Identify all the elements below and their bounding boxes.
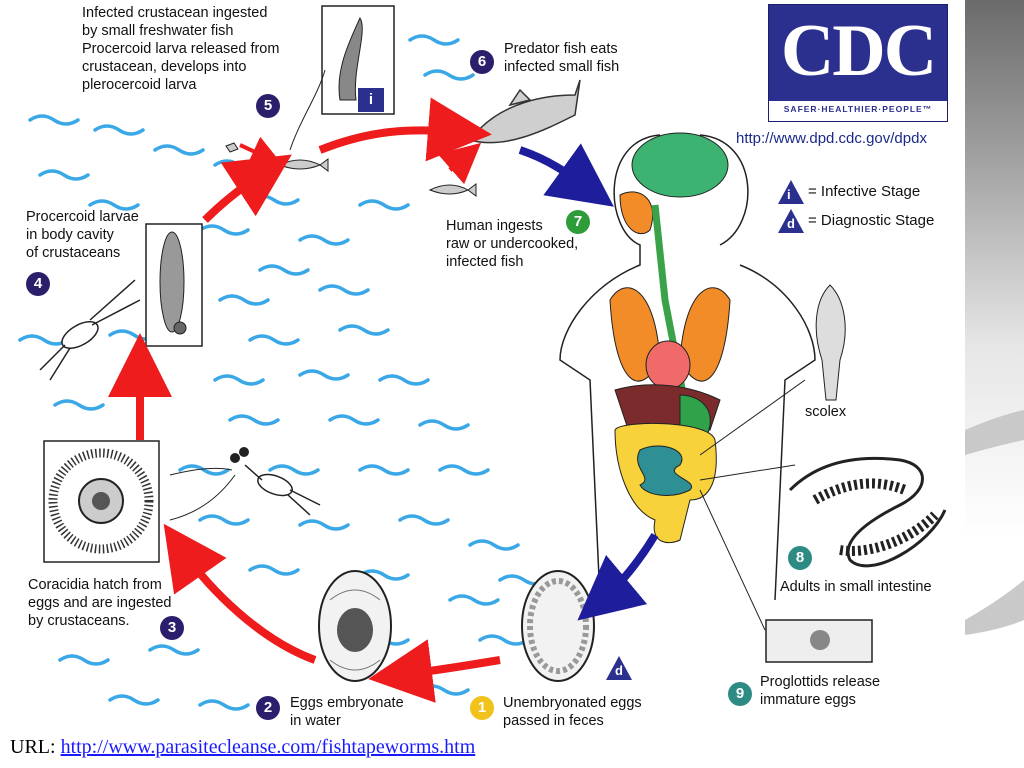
stage-7-label: Human ingests raw or undercooked, infect… — [446, 218, 579, 270]
source-url-line: URL: http://www.parasitecleanse.com/fish… — [10, 736, 475, 759]
stage-5-label: Infected crustacean ingested by small fr… — [82, 5, 280, 93]
stage-2-label: Eggs embryonate in water — [290, 695, 404, 729]
procercoid-larvae-image — [145, 223, 203, 347]
copepod-crustacean — [39, 279, 321, 516]
unembryonated-egg-image — [521, 570, 595, 682]
stage-4-label: Procercoid larvae in body cavity of crus… — [26, 209, 139, 261]
stage-2-badge: 2 — [256, 696, 280, 720]
legend-infective-text: = Infective Stage — [808, 183, 921, 200]
stage-9-badge: 9 — [728, 682, 752, 706]
legend-diagnostic-mark: d — [787, 216, 795, 231]
url-prefix: URL: — [10, 736, 61, 758]
small-fish — [225, 142, 477, 197]
source-url-link[interactable]: http://www.parasitecleanse.com/fishtapew… — [60, 736, 476, 758]
stage-8-label: Adults in small intestine — [780, 579, 932, 595]
stage-5-badge: 5 — [256, 94, 280, 118]
brain — [631, 132, 729, 198]
stage-8-badge: 8 — [788, 546, 812, 570]
coracidia-dots — [230, 447, 249, 463]
cdc-logo-tagline: SAFER·HEALTHIER·PEOPLE™ — [783, 104, 933, 114]
infective-stage-mark: i — [358, 88, 384, 112]
life-cycle-arrows — [108, 97, 659, 703]
diagnostic-mark-letter: d — [615, 663, 623, 678]
infective-mark-letter: i — [368, 91, 374, 108]
adult-tapeworm-image — [699, 456, 947, 568]
scolex-image — [699, 284, 846, 456]
stage-7-badge: 7 — [566, 210, 590, 234]
stage-1-label: Unembryonated eggs passed in feces — [503, 695, 642, 729]
legend-diagnostic-text: = Diagnostic Stage — [808, 212, 935, 229]
cdc-source-url: http://www.dpd.cdc.gov/dpdx — [736, 130, 927, 147]
stage-6-label: Predator fish eats infected small fish — [504, 41, 620, 75]
stage-4-badge: 4 — [26, 272, 50, 296]
predator-fish — [468, 79, 581, 144]
cdc-logo-band — [769, 101, 947, 121]
cdc-logo-letters: CDC — [780, 10, 937, 92]
cdc-logo: CDC SAFER·HEALTHIER·PEOPLE™ — [768, 4, 948, 122]
heart — [645, 340, 691, 390]
scolex-label: scolex — [805, 404, 847, 420]
coracidium-image — [43, 440, 236, 563]
stage-6-badge: 6 — [470, 50, 494, 74]
stage-3-label: Coracidia hatch from eggs and are ingest… — [28, 577, 172, 629]
stage-1-badge: 1 — [470, 696, 494, 720]
legend-infective-mark: i — [787, 187, 791, 202]
plerocercoid-larva-image — [289, 5, 395, 151]
diagram-artwork — [18, 5, 947, 711]
proglottid-image — [699, 489, 873, 663]
small-intestine — [637, 445, 693, 496]
embryonated-egg-image — [318, 570, 392, 682]
stage-9-label: Proglottids release immature eggs — [760, 674, 881, 708]
human-body — [559, 132, 816, 601]
stage-3-badge: 3 — [160, 616, 184, 640]
tapeworm-life-cycle-diagram: i d Infected crustacean ingested by smal… — [18, 4, 948, 729]
